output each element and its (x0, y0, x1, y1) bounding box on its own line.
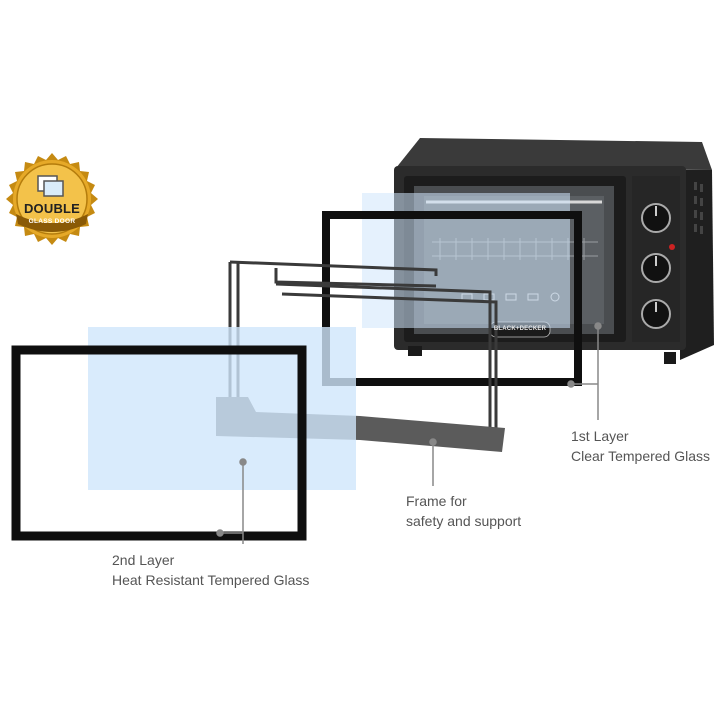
first-layer-frame (322, 211, 582, 386)
oven-foot (664, 352, 676, 364)
frame-description: safety and support (406, 513, 522, 529)
first-layer-callout: 1st Layer Clear Tempered Glass (571, 426, 710, 466)
side-vents (694, 182, 703, 234)
first-layer-description: Clear Tempered Glass (571, 448, 711, 464)
double-glass-door-badge (6, 153, 98, 245)
second-layer-frame (11, 345, 307, 541)
second-layer-callout: 2nd Layer Heat Resistant Tempered Glass (112, 550, 309, 590)
double-glass-icon (37, 175, 64, 197)
oven-brand-label: BLACK+DECKER (493, 326, 547, 332)
control-knobs (641, 203, 675, 329)
frame-callout: Frame for safety and support (406, 491, 521, 531)
timer-knob-icon (641, 299, 671, 329)
leader-lines (216, 322, 602, 544)
first-layer-title: 1st Layer (571, 428, 629, 444)
frame-title: Frame for (406, 493, 467, 509)
temperature-knob-icon (641, 203, 671, 233)
support-frame-base (216, 397, 505, 452)
function-knob-icon (641, 253, 671, 283)
badge-title: DOUBLE (23, 201, 81, 216)
second-layer-description: Heat Resistant Tempered Glass (112, 572, 310, 588)
badge-subtitle: GLASS DOOR (28, 218, 76, 225)
second-layer-title: 2nd Layer (112, 552, 175, 568)
power-indicator-icon (669, 244, 675, 250)
oven-foot (408, 346, 422, 356)
